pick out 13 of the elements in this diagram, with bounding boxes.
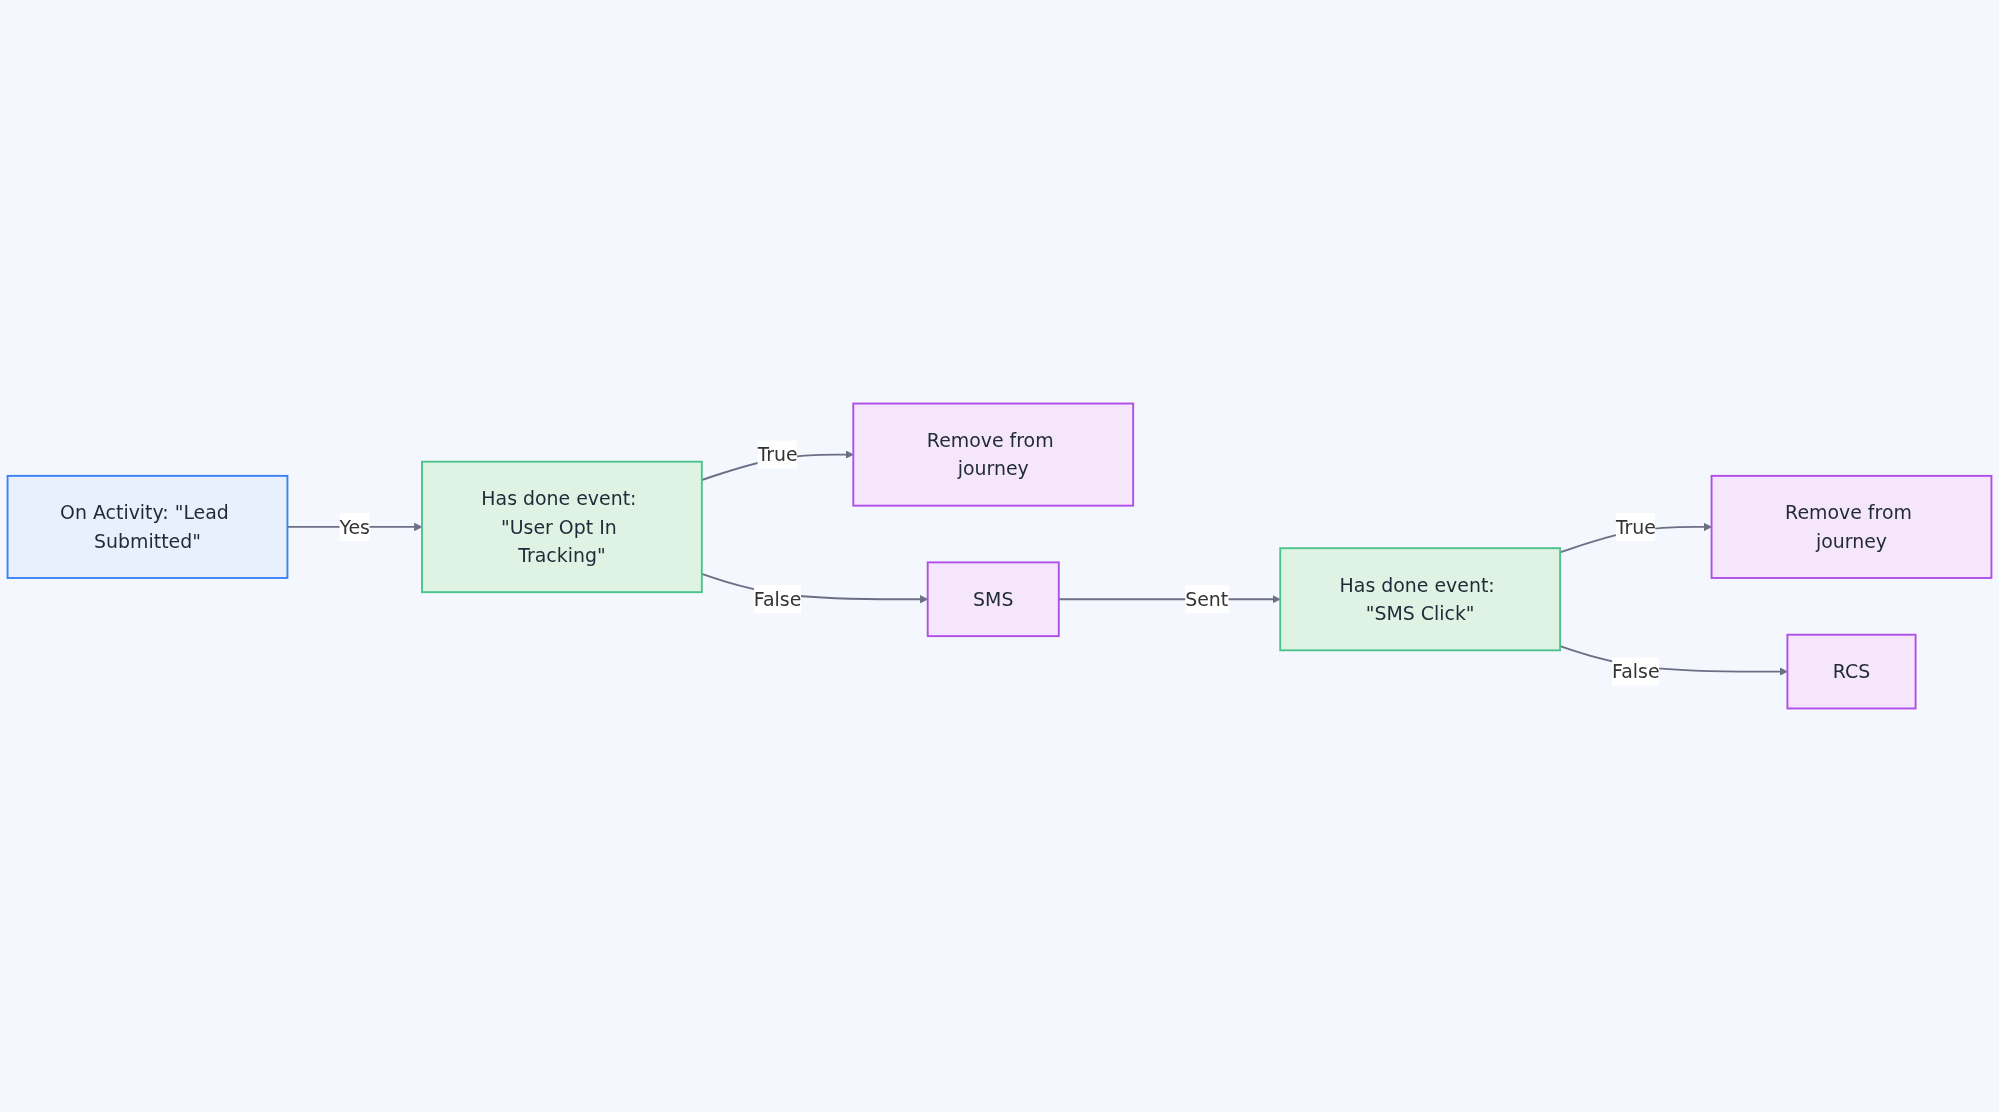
node-box: RCS (1786, 633, 1917, 710)
edge-label: True (757, 443, 798, 466)
node-box: Remove from journey (1710, 474, 1993, 579)
node-box: On Activity: "Lead Submitted" (6, 474, 289, 579)
node-box: Has done event: "User Opt In Tracking" (421, 460, 703, 594)
edge-label: True (1615, 515, 1656, 539)
node-box: Remove from journey (852, 402, 1135, 507)
node-box: SMS (926, 561, 1060, 638)
edge-label: False (1612, 660, 1660, 683)
edge-label: Sent (1185, 587, 1229, 611)
edge-label: Yes (339, 515, 370, 539)
edge-label: False (753, 587, 802, 611)
node-box: Has done event: "SMS Click" (1279, 547, 1562, 652)
